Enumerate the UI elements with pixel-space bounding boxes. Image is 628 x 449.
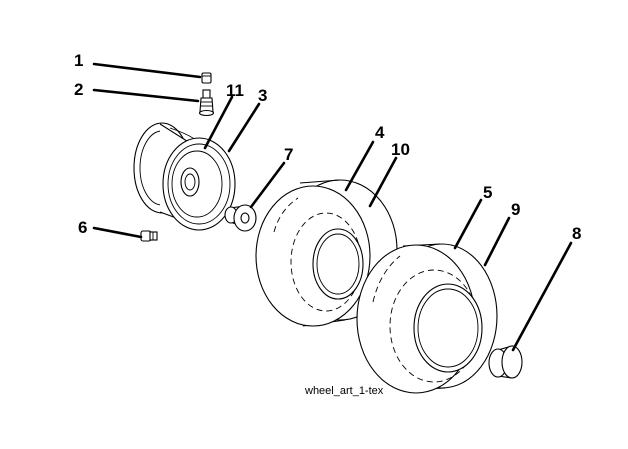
- leader-5: [453, 198, 483, 250]
- callout-9: 9: [511, 200, 520, 219]
- leader-lines: [92, 62, 573, 352]
- callout-numbers: 1 2 11 3 7 6 4 10 5 9 8: [74, 51, 581, 243]
- leader-11: [203, 95, 234, 150]
- leader-7: [249, 161, 286, 209]
- callout-8: 8: [572, 224, 581, 243]
- leader-2: [92, 88, 200, 103]
- leader-4: [344, 140, 375, 192]
- callout-7: 7: [284, 145, 293, 164]
- callout-2: 2: [74, 80, 83, 99]
- bushing-part: [224, 204, 257, 232]
- grease-fitting-part: [140, 230, 158, 242]
- wheel-rim-part: [133, 122, 236, 231]
- leader-8: [511, 241, 573, 352]
- callout-11: 11: [226, 81, 244, 100]
- valve-cap-part: [201, 72, 212, 84]
- leader-10: [368, 156, 398, 208]
- callout-3: 3: [258, 86, 267, 105]
- callout-1: 1: [74, 51, 83, 70]
- hub-cap-part: [488, 345, 523, 379]
- callout-5: 5: [483, 183, 492, 202]
- callout-4: 4: [375, 123, 385, 142]
- diagram-caption: wheel_art_1-tex: [304, 385, 384, 397]
- leader-9: [483, 216, 511, 267]
- leader-6: [92, 226, 143, 239]
- rear-tire-part: [356, 243, 498, 394]
- leader-3: [227, 102, 261, 153]
- callout-6: 6: [78, 218, 87, 237]
- callout-10: 10: [391, 140, 410, 159]
- valve-stem-part: [198, 89, 215, 117]
- leader-1: [92, 62, 202, 79]
